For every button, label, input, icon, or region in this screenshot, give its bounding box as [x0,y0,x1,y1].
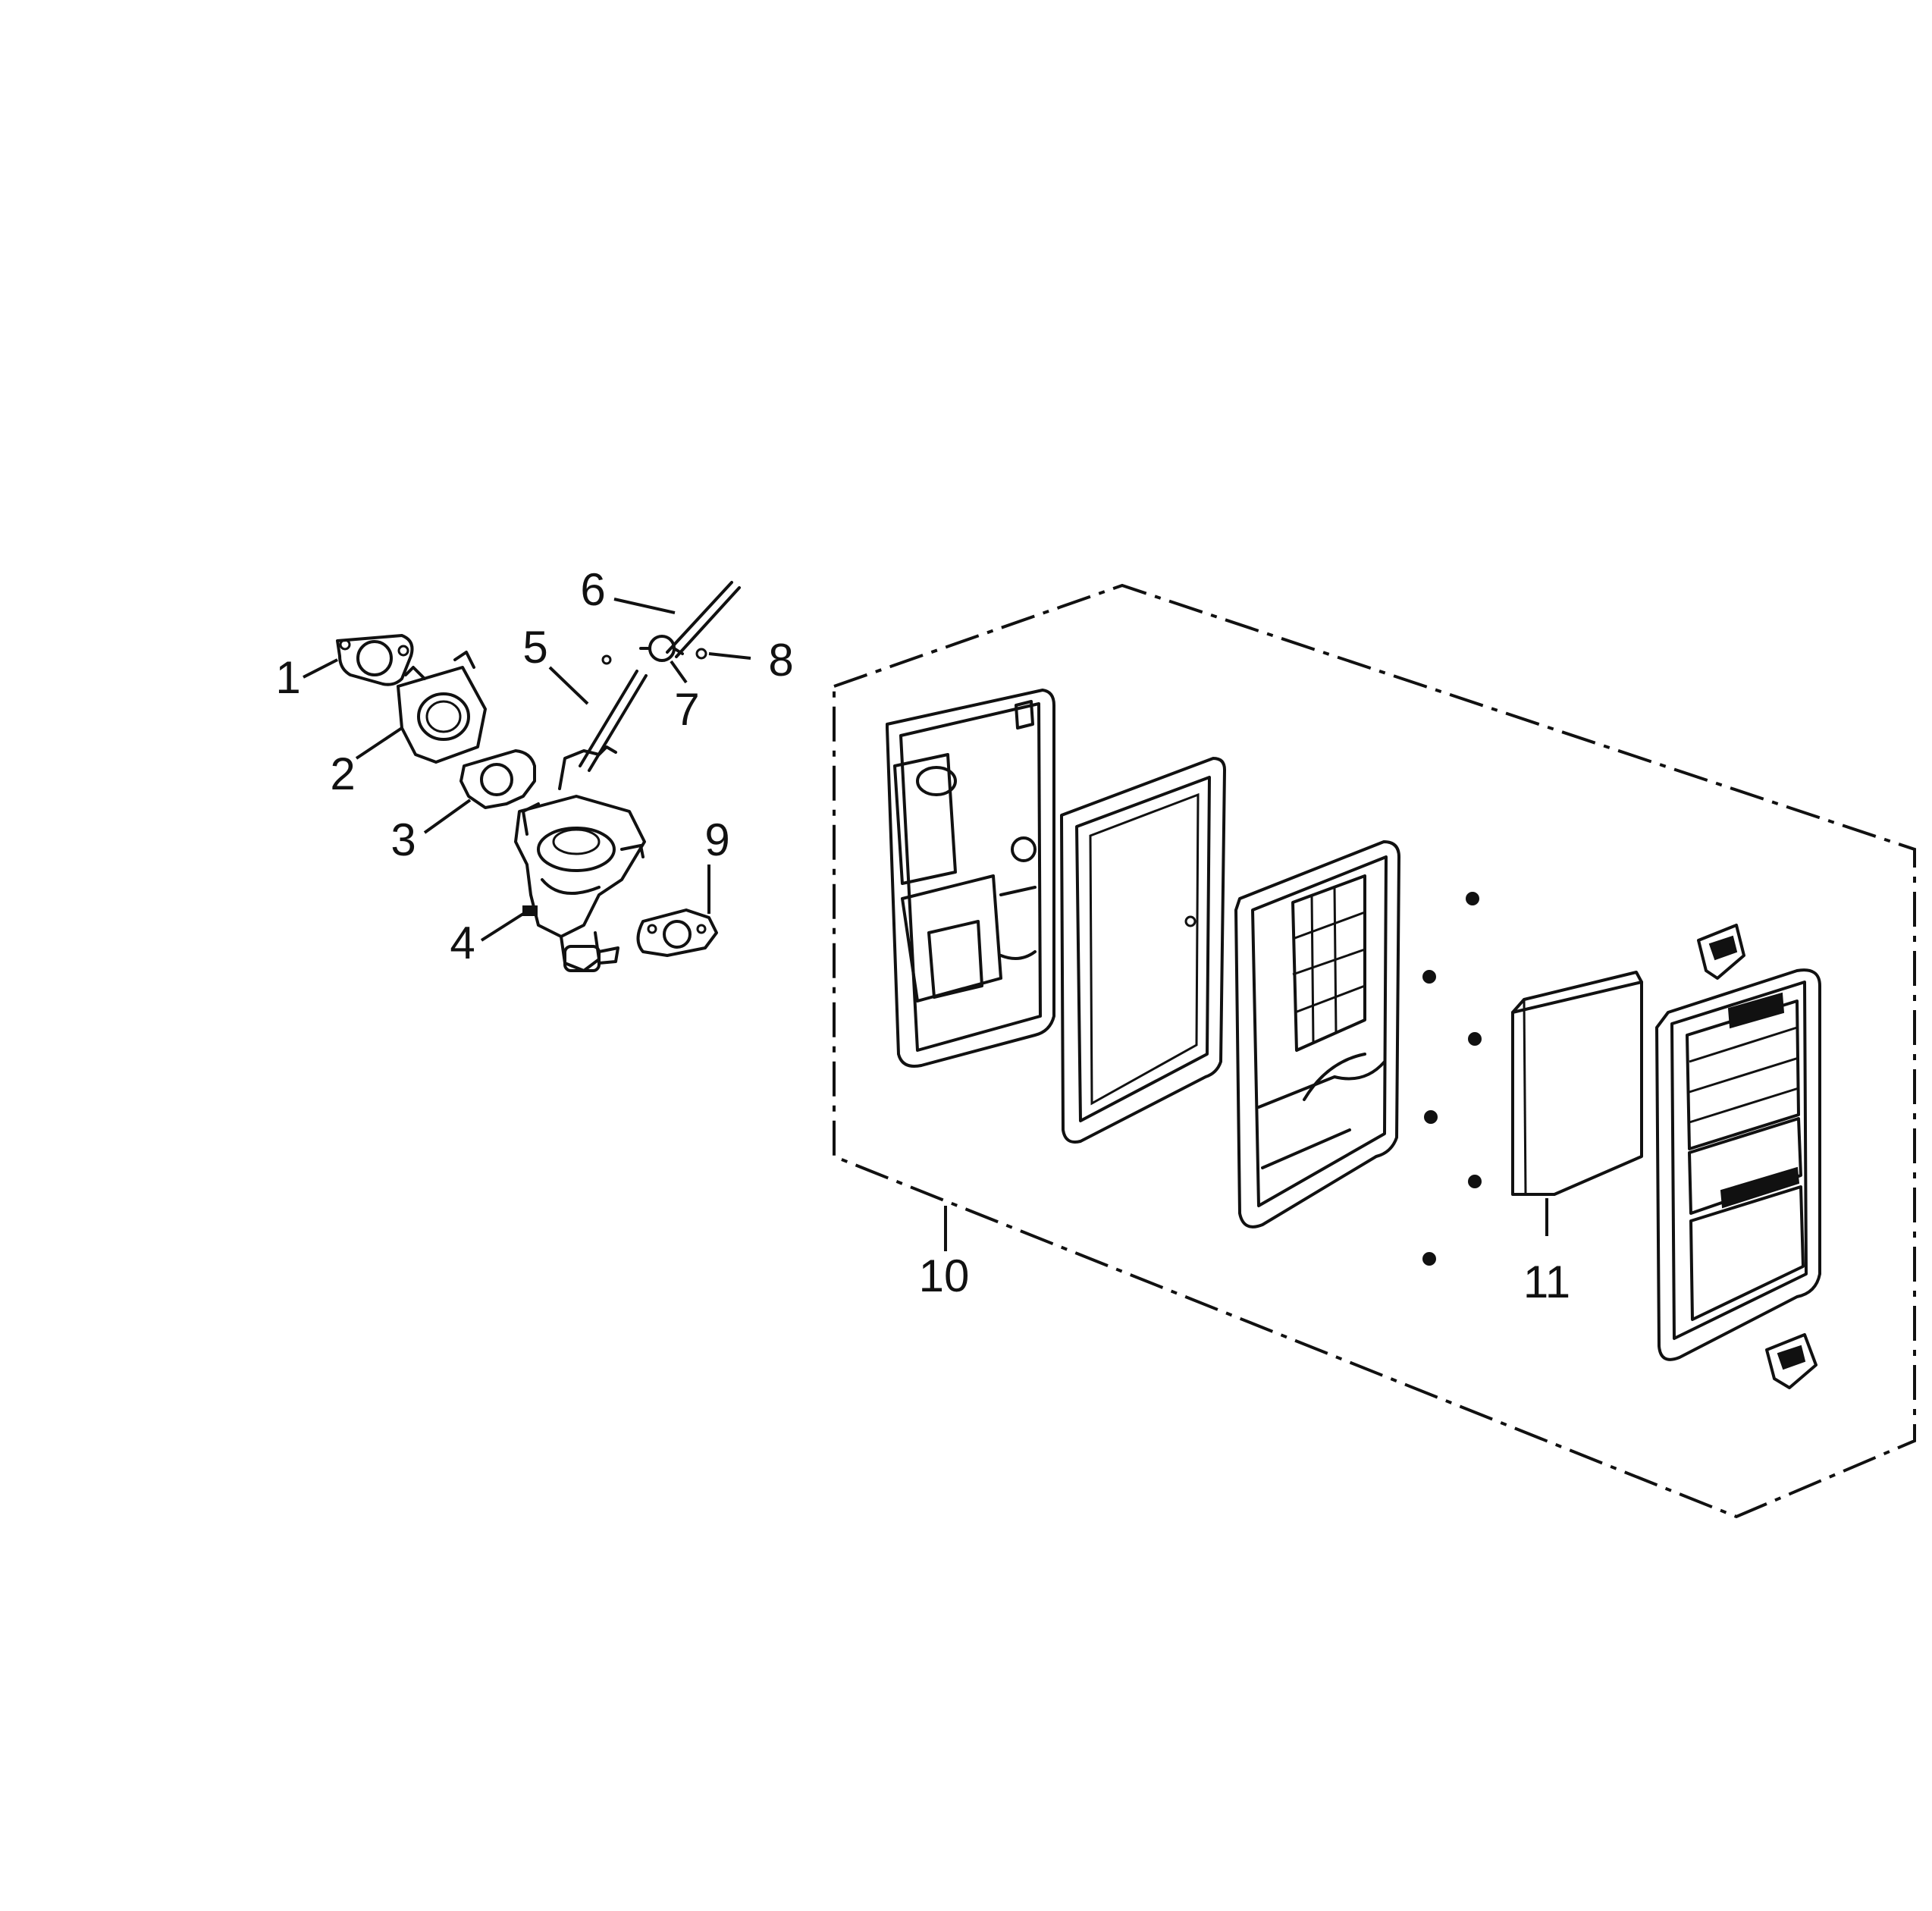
fuel-tube-5 [579,670,648,772]
breather-tube-6 [666,581,741,658]
fastener-column [1422,892,1482,1266]
callout-3: 3 [390,814,416,865]
nut [1468,1175,1482,1188]
clip-7 [601,635,684,665]
nut [1424,1110,1438,1124]
callout-5: 5 [522,622,547,673]
callout-6: 6 [580,564,605,615]
leader-lines [303,598,1548,1251]
air-cleaner-gasket [1060,757,1226,1144]
callout-labels: 1 2 3 4 5 6 7 8 9 10 11 [275,564,1570,1307]
gasket-1 [336,634,414,686]
callout-7: 7 [674,684,699,735]
air-cleaner-assembly-10 [833,583,1916,1519]
callout-11: 11 [1523,1257,1570,1307]
callout-8: 8 [768,635,793,686]
callout-10: 10 [919,1250,970,1301]
callout-2: 2 [330,748,355,799]
air-cleaner-cover [1655,968,1821,1361]
gasket-3 [459,749,536,809]
air-cleaner-case [886,689,1055,1068]
carburetor-4 [514,745,646,972]
assembly-boundary [833,583,1916,1519]
cover-clip-bottom [1765,1333,1818,1389]
gasket-9 [636,908,718,957]
cover-clip-top [1697,924,1745,980]
nut [1422,970,1436,984]
callout-9: 9 [704,814,729,865]
element-holder [1234,840,1400,1228]
nut [1466,892,1479,905]
nut [1468,1032,1482,1046]
nut [1422,1252,1436,1266]
clip-8 [695,648,707,660]
callout-1: 1 [275,652,300,703]
air-filter-element-11 [1511,971,1643,1196]
insulator-2 [397,651,487,764]
callout-4: 4 [450,918,475,968]
